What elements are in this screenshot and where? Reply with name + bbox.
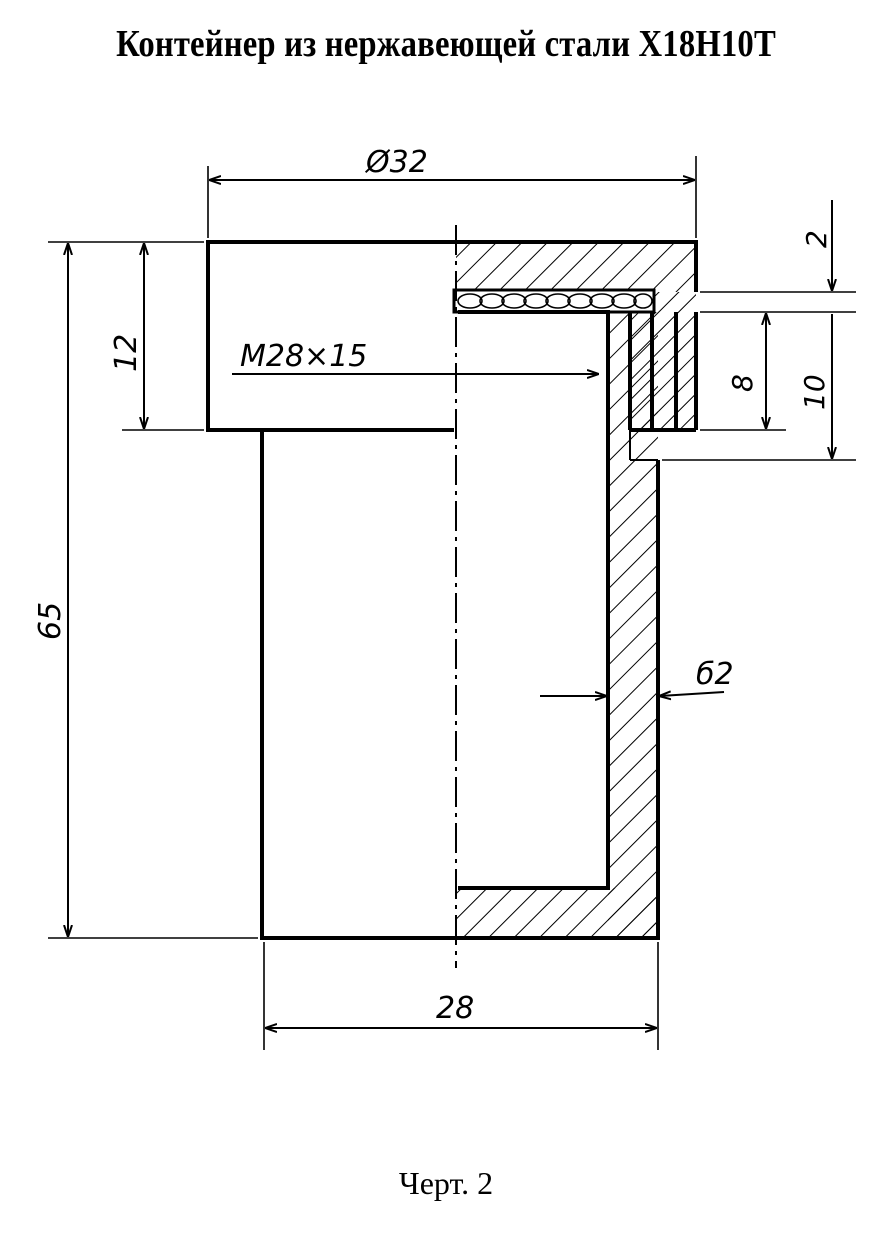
thread-zone-section [630, 312, 652, 430]
extension-lines [48, 156, 856, 1050]
dim-top-height: 12 [109, 334, 144, 372]
dim-base-width: 28 [436, 991, 474, 1026]
body-bottom-section [456, 888, 658, 938]
dim-cap-thickness: 2 [800, 230, 833, 248]
dimension-lines [68, 180, 832, 1028]
outline [206, 240, 698, 940]
dim-thread: М28×15 [240, 339, 367, 374]
gasket [452, 288, 656, 314]
figure-caption: Черт. 2 [398, 1165, 494, 1201]
drawing-title: Контейнер из нержавеющей стали Х18Н10Т [116, 23, 776, 65]
dim-outer-diameter: Ø32 [364, 145, 428, 180]
cap-plate-section [456, 242, 696, 292]
dim-seal-height: 8 [726, 374, 759, 392]
dim-wall-thickness: б2 [696, 657, 734, 692]
dim-cap-height: 10 [798, 374, 831, 410]
dim-total-height: 65 [33, 602, 68, 640]
